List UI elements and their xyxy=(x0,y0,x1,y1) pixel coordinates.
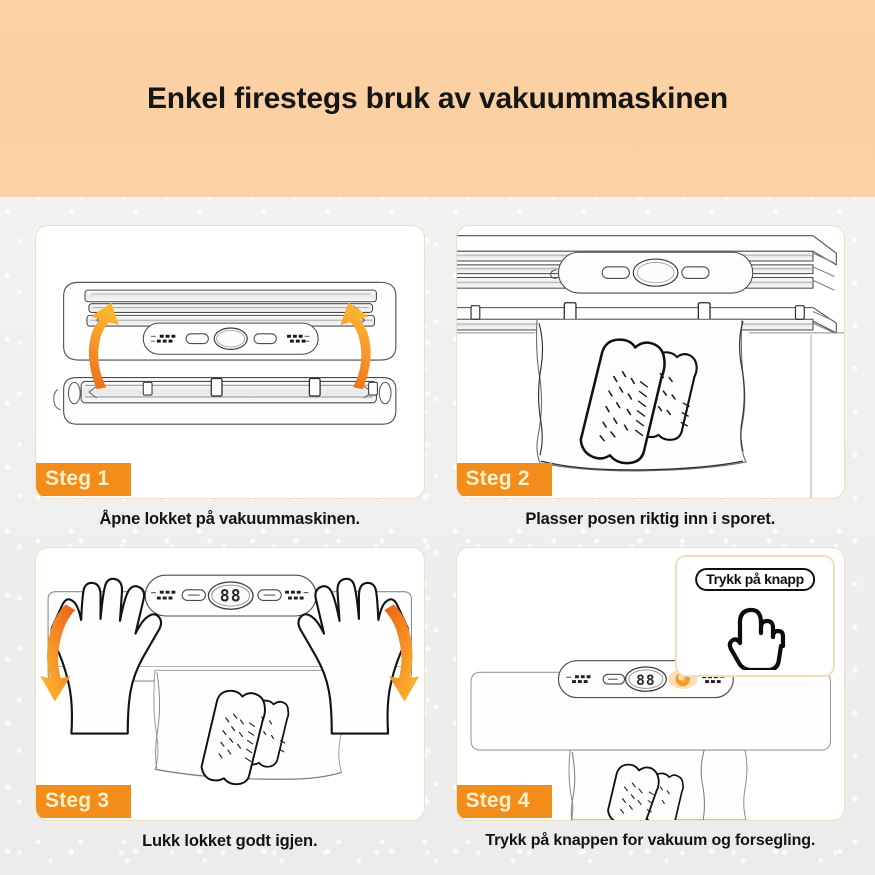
step-card-1: Steg 1 Åpne lokket på vakuummaskinen. xyxy=(35,225,425,539)
step-1-badge: Steg 1 xyxy=(35,462,132,496)
press-button-callout: Trykk på knapp xyxy=(675,555,835,677)
bread-slices xyxy=(579,338,698,465)
step-card-3: 88 xyxy=(35,547,425,861)
step-4-panel: 88 xyxy=(455,547,845,821)
step-1-illustration xyxy=(36,226,424,498)
callout-label: Trykk på knapp xyxy=(695,568,815,591)
step-3-badge: Steg 3 xyxy=(35,784,132,818)
page-title: Enkel firestegs bruk av vakuummaskinen xyxy=(147,81,728,115)
step-1-caption: Åpne lokket på vakuummaskinen. xyxy=(99,509,360,528)
step-4-display-value: 88 xyxy=(636,672,655,689)
step-3-caption: Lukk lokket godt igjen. xyxy=(142,831,318,850)
step-3-illustration: 88 xyxy=(36,548,424,820)
steps-grid: Steg 1 Åpne lokket på vakuummaskinen. xyxy=(0,197,875,875)
step-2-caption: Plasser posen riktig inn i sporet. xyxy=(525,509,776,528)
tapping-hand-icon xyxy=(724,598,786,673)
step-4-caption: Trykk på knappen for vakuum og forseglin… xyxy=(485,832,816,849)
step-card-2: Steg 2 Plasser posen riktig inn i sporet… xyxy=(455,225,845,539)
left-hand xyxy=(50,577,163,735)
bread-slices xyxy=(606,763,684,820)
bread-slices xyxy=(200,689,290,786)
step-3-panel: 88 xyxy=(35,547,425,821)
step-1-panel: Steg 1 xyxy=(35,225,425,499)
step-card-4: 88 xyxy=(455,547,845,861)
step-3-display-value: 88 xyxy=(220,586,242,605)
step-4-badge: Steg 4 xyxy=(456,784,552,818)
step-2-illustration xyxy=(456,226,845,498)
step-2-badge: Steg 2 xyxy=(456,462,552,496)
step-2-panel: Steg 2 xyxy=(455,225,845,499)
right-hand xyxy=(297,577,410,735)
header-banner: Enkel firestegs bruk av vakuummaskinen xyxy=(0,0,875,197)
